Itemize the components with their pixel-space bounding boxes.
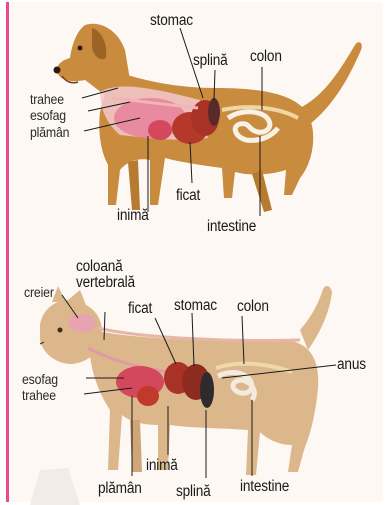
dog-label-colon: colon — [250, 48, 282, 66]
dog-label-trahee: trahee — [30, 91, 64, 107]
cat-label-colon: colon — [237, 298, 269, 316]
cat-tail — [300, 286, 332, 350]
corner-decoration — [30, 468, 80, 505]
cat-label-inima: inimă — [146, 457, 178, 475]
dog-label-plaman: plămân — [30, 124, 69, 140]
cat-label-intestine: intestine — [240, 478, 289, 496]
cat-spleen — [200, 372, 214, 408]
dog-label-ficat: ficat — [176, 187, 200, 205]
cat-label-coloana-line1: coloană — [76, 259, 135, 275]
cat-label-trahee: trahee — [22, 387, 56, 403]
cat-label-coloana-vertebrala: coloană vertebrală — [76, 259, 135, 291]
cat-heart — [137, 386, 159, 406]
dog-label-esofag: esofag — [30, 107, 66, 123]
cat-label-creier: creier — [24, 284, 54, 300]
dog-label-stomac: stomac — [150, 12, 193, 30]
dog-spleen — [208, 98, 220, 126]
cat-label-stomac: stomac — [174, 297, 217, 315]
dog-label-splina: splină — [193, 52, 228, 70]
cat-label-plaman: plămân — [98, 480, 142, 498]
dog-heart — [148, 120, 172, 140]
dog-label-inima: inimă — [117, 207, 149, 225]
cat-label-anus: anus — [337, 356, 366, 374]
cat-label-esofag: esofag — [22, 371, 58, 387]
cat-label-coloana-line2: vertebrală — [76, 275, 135, 291]
cat-label-ficat: ficat — [128, 300, 152, 318]
dog-label-intestine: intestine — [207, 218, 256, 236]
cat-label-splina: splină — [176, 483, 211, 501]
dog-tail — [300, 42, 362, 128]
cat-brain — [68, 314, 96, 332]
